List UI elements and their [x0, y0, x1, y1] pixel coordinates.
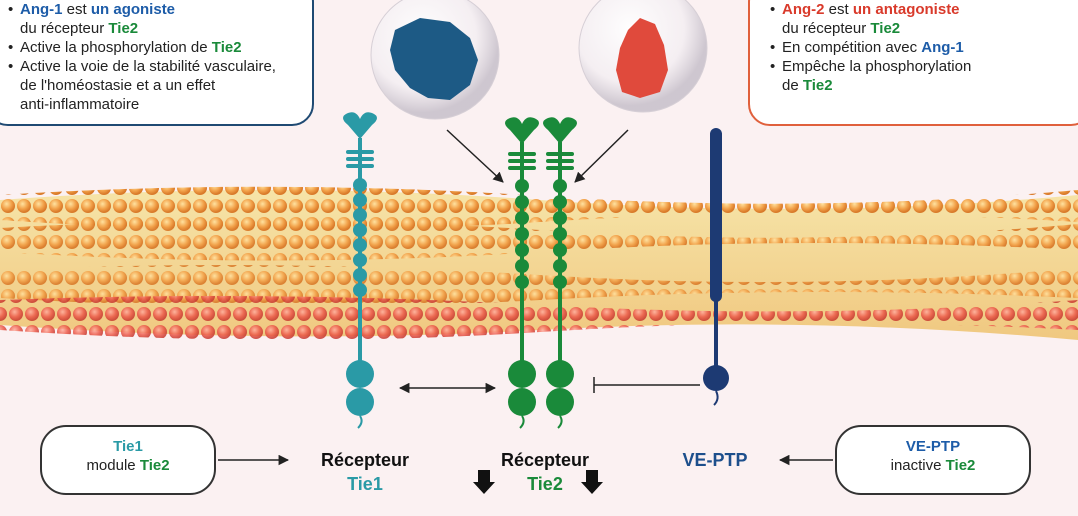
tie1-receptor: [343, 112, 377, 429]
ang1-line-2: du récepteur Tie2: [20, 20, 139, 37]
ang2-line-2: du récepteur Tie2: [782, 20, 901, 37]
ang1-line-4: Active la voie de la stabilité vasculair…: [8, 57, 298, 76]
down-arrow-right-icon: [581, 470, 603, 494]
cell-membrane: [0, 186, 1078, 341]
label-ve-ptp: VE-PTP: [682, 450, 748, 470]
ang1-line-5: de l'homéostasie et a un effet: [20, 77, 216, 94]
label-tie2: Récepteur Tie2: [500, 450, 590, 494]
tie2-receptor-right: [543, 117, 577, 429]
tie2-receptor-left: [505, 117, 539, 429]
tie1-pill-title: Tie1: [113, 438, 143, 455]
ang1-arrow: [446, 129, 504, 183]
ang2-bubble: [578, 0, 708, 113]
ang2-line-3: En compétition avec Ang-1: [770, 38, 1078, 57]
ve-ptp-pill-title: VE-PTP: [905, 438, 961, 455]
ang2-line-4: Empêche la phosphorylation: [770, 57, 1078, 76]
ang2-line-1: Ang-2 est un antagoniste: [770, 0, 1078, 19]
ang2-info-box: Ang-2 est un antagoniste du récepteur Ti…: [748, 0, 1078, 126]
ang2-icon: [616, 18, 668, 98]
ang1-info-box: Ang-1 est un agoniste du récepteur Tie2 …: [0, 0, 314, 126]
ve-ptp-pill-text: inactive Tie2: [890, 457, 976, 474]
ang2-line-5: de Tie2: [782, 77, 833, 94]
ang2-arrow: [574, 129, 629, 183]
ang1-line-6: anti-inflammatoire: [20, 96, 140, 113]
label-tie1: Récepteur Tie1: [320, 450, 410, 494]
ang1-line-1: Ang-1 est un agoniste: [8, 0, 298, 19]
ang1-icon: [390, 18, 478, 100]
down-arrow-left-icon: [473, 470, 495, 494]
ang1-bubble: [370, 0, 500, 120]
tie1-pill: Tie1 module Tie2: [40, 425, 216, 495]
ve-ptp-pill: VE-PTP inactive Tie2: [835, 425, 1031, 495]
tie1-pill-text: module Tie2: [86, 457, 170, 474]
ve-ptp-receptor: [703, 128, 729, 406]
ang1-line-3: Active la phosphorylation de Tie2: [8, 38, 298, 57]
